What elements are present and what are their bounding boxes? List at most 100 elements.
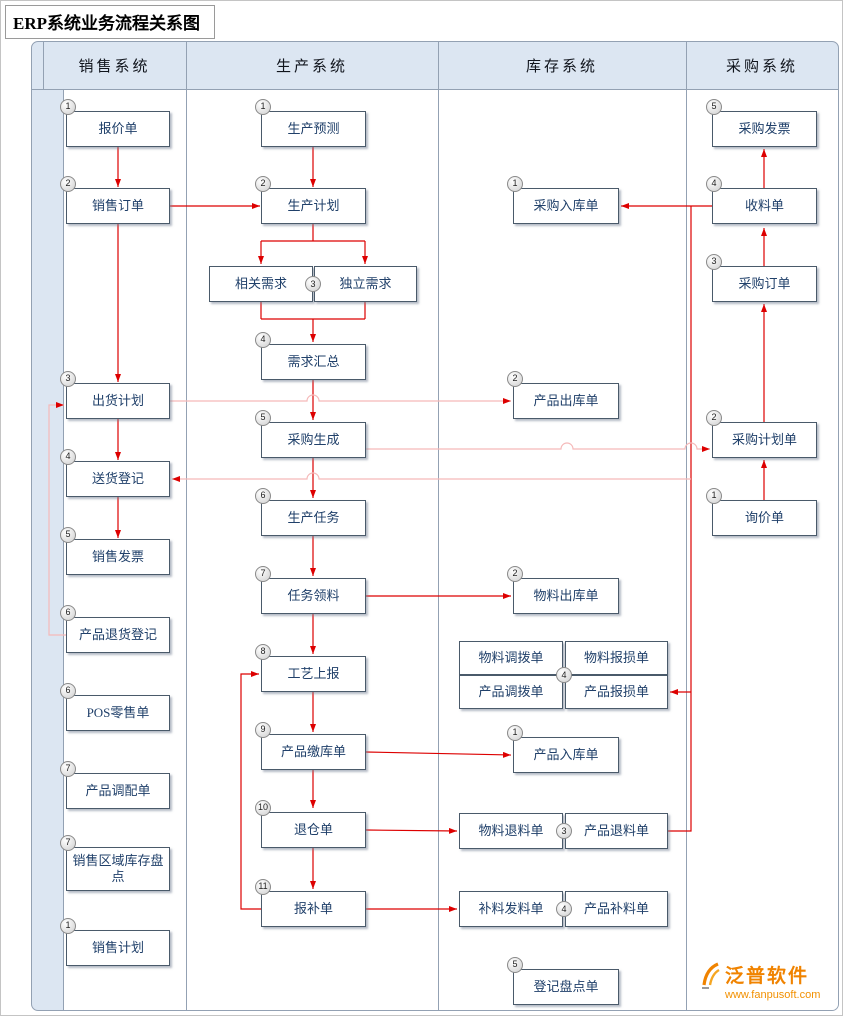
lane-divider xyxy=(186,42,187,1010)
step-badge-return-group: 3 xyxy=(556,823,572,839)
step-badge: 4 xyxy=(60,449,76,465)
lane-divider xyxy=(686,42,687,1010)
node-label: 物料退料单 xyxy=(478,822,544,838)
node-label: 产品入库单 xyxy=(533,746,599,762)
node-sales-region-stocktake: 7 销售区域库存盘点 xyxy=(60,835,170,891)
lane-header-inventory: 库存系统 xyxy=(525,58,598,75)
inventory-lane-panel xyxy=(438,89,686,1010)
node-material-issue-note: 补料发料单 xyxy=(459,891,563,927)
step-badge: 6 xyxy=(60,683,76,699)
step-badge-transfer-damage-group: 4 xyxy=(556,667,572,683)
node-label: 送货登记 xyxy=(91,470,144,486)
node-label: 物料调拨单 xyxy=(478,649,544,665)
node-label: 询价单 xyxy=(744,509,784,525)
step-badge: 5 xyxy=(60,527,76,543)
node-purchase-order: 3 采购订单 xyxy=(706,254,817,302)
node-dependent-demand: 相关需求 xyxy=(209,266,313,302)
node-label: 销售计划 xyxy=(91,939,144,955)
step-badge: 9 xyxy=(255,722,271,738)
node-production-plan: 2 生产计划 xyxy=(255,176,366,224)
production-lane-panel xyxy=(186,89,438,1010)
node-label: 采购订单 xyxy=(738,275,791,291)
node-label: 产品补料单 xyxy=(583,900,649,916)
node-product-replenish-note: 产品补料单 xyxy=(565,891,668,927)
node-stocktake-registration-note: 5 登记盘点单 xyxy=(507,957,619,1005)
node-sales-invoice: 5 销售发票 xyxy=(60,527,170,575)
step-badge: 1 xyxy=(507,176,523,192)
step-badge: 4 xyxy=(706,176,722,192)
node-label: 销售发票 xyxy=(91,548,144,564)
step-badge: 11 xyxy=(255,879,271,895)
node-label: 产品缴库单 xyxy=(280,743,346,759)
node-independent-demand: 独立需求 xyxy=(314,266,417,302)
node-label: 物料报损单 xyxy=(583,649,649,665)
node-label: 销售区域库存盘点 xyxy=(72,852,164,884)
step-badge: 1 xyxy=(507,725,523,741)
node-shipment-plan: 3 出货计划 xyxy=(60,371,170,419)
page-title: ERP系统业务流程关系图 xyxy=(5,5,215,39)
watermark-text: 泛普软件 www.fanpusoft.com xyxy=(725,961,820,1001)
node-product-delivery-note: 9 产品缴库单 xyxy=(255,722,366,770)
node-label: 产品调配单 xyxy=(85,782,151,798)
node-product-inbound-note: 1 产品入库单 xyxy=(507,725,619,773)
step-badge: 5 xyxy=(507,957,523,973)
node-production-task: 6 生产任务 xyxy=(255,488,366,536)
step-badge: 1 xyxy=(60,918,76,934)
node-label: 采购计划单 xyxy=(731,431,797,447)
node-purchase-invoice: 5 采购发票 xyxy=(706,99,817,147)
node-label: 生产任务 xyxy=(287,509,340,525)
node-label: 采购入库单 xyxy=(533,197,599,213)
step-badge: 6 xyxy=(255,488,271,504)
lane-divider xyxy=(63,89,64,1010)
node-replenishment-note: 11 报补单 xyxy=(255,879,366,927)
step-badge: 2 xyxy=(255,176,271,192)
step-badge: 4 xyxy=(255,332,271,348)
node-label: 任务领料 xyxy=(287,587,340,603)
node-label: 产品退货登记 xyxy=(78,626,157,642)
step-badge: 10 xyxy=(255,800,271,816)
lane-header-sales: 销售系统 xyxy=(78,58,151,75)
step-badge: 1 xyxy=(255,99,271,115)
node-label: 产品退料单 xyxy=(583,822,649,838)
node-inquiry-note: 1 询价单 xyxy=(706,488,817,536)
watermark-url: www.fanpusoft.com xyxy=(725,989,821,1001)
node-label: 登记盘点单 xyxy=(533,978,599,994)
node-label: 报补单 xyxy=(293,900,333,916)
lane-divider xyxy=(43,42,44,89)
node-product-transfer-note: 产品调拨单 xyxy=(459,675,563,709)
node-material-damage-note: 物料报损单 xyxy=(565,641,668,675)
node-label: 相关需求 xyxy=(234,275,287,291)
node-label: POS零售单 xyxy=(86,704,150,720)
node-label: 销售订单 xyxy=(91,197,144,213)
node-pos-retail-order: 6 POS零售单 xyxy=(60,683,170,731)
node-purchase-inbound-note: 1 采购入库单 xyxy=(507,176,619,224)
step-badge: 2 xyxy=(60,176,76,192)
purchase-lane-panel xyxy=(686,89,838,1010)
node-material-return-note: 物料退料单 xyxy=(459,813,563,849)
node-label: 补料发料单 xyxy=(478,900,544,916)
node-goods-receipt-note: 4 收料单 xyxy=(706,176,817,224)
node-label: 收料单 xyxy=(744,197,784,213)
step-badge: 5 xyxy=(255,410,271,426)
node-label: 生产计划 xyxy=(287,197,340,213)
step-badge: 3 xyxy=(60,371,76,387)
node-label: 工艺上报 xyxy=(287,665,340,681)
step-badge: 5 xyxy=(706,99,722,115)
lane-header-production: 生产系统 xyxy=(275,58,348,75)
node-label: 采购发票 xyxy=(738,120,791,136)
node-sales-plan: 1 销售计划 xyxy=(60,918,170,966)
lane-divider xyxy=(438,42,439,1010)
step-badge: 1 xyxy=(60,99,76,115)
step-badge: 7 xyxy=(60,835,76,851)
node-product-return-note: 产品退料单 xyxy=(565,813,668,849)
step-badge: 6 xyxy=(60,605,76,621)
node-label: 需求汇总 xyxy=(287,353,340,369)
node-product-outbound-note: 2 产品出库单 xyxy=(507,371,619,419)
node-label: 生产预测 xyxy=(287,120,340,136)
node-label: 报价单 xyxy=(98,120,138,136)
node-delivery-registration: 4 送货登记 xyxy=(60,449,170,497)
node-purchase-plan-note: 2 采购计划单 xyxy=(706,410,817,458)
step-badge: 1 xyxy=(706,488,722,504)
step-badge: 7 xyxy=(60,761,76,777)
